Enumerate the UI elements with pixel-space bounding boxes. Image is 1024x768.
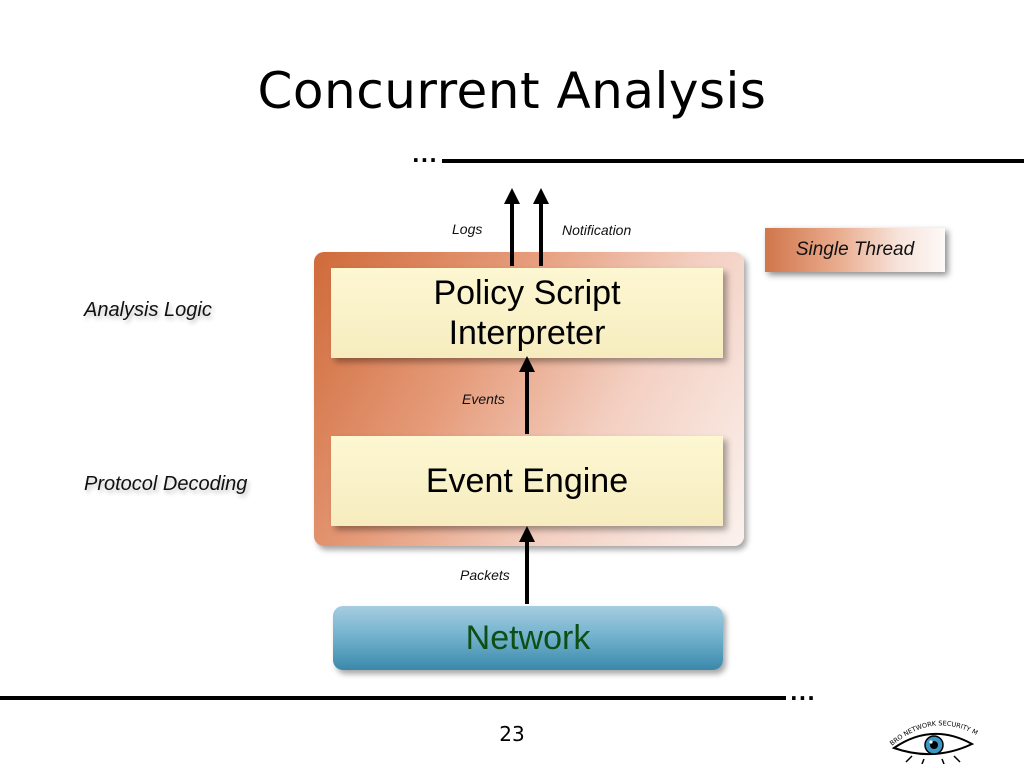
events-label: Events: [462, 391, 505, 407]
network-label: Network: [465, 618, 591, 657]
bottom-rule: [0, 696, 786, 700]
single-thread-legend: Single Thread: [765, 228, 945, 272]
notification-label: Notification: [562, 222, 632, 238]
policy-script-interpreter-label: Policy Script Interpreter: [433, 274, 621, 352]
policy-script-interpreter-box: Policy Script Interpreter: [331, 268, 723, 358]
analysis-logic-label: Analysis Logic: [84, 299, 212, 321]
network-box: Network: [333, 606, 723, 670]
single-thread-label: Single Thread: [795, 239, 915, 260]
event-engine-label: Event Engine: [425, 462, 629, 500]
top-rule: [442, 159, 1024, 163]
page-number: 23: [499, 722, 525, 746]
packets-label: Packets: [460, 567, 510, 583]
logs-label: Logs: [452, 221, 483, 237]
event-engine-box: Event Engine: [331, 436, 723, 526]
eye-icon: [891, 733, 975, 764]
protocol-decoding-label: Protocol Decoding: [84, 473, 248, 495]
slide-title: Concurrent Analysis: [257, 62, 767, 120]
bottom-rule-dots: ···: [790, 686, 816, 710]
bro-logo: BRO NETWORK SECURITY MONITOR: [884, 712, 979, 764]
